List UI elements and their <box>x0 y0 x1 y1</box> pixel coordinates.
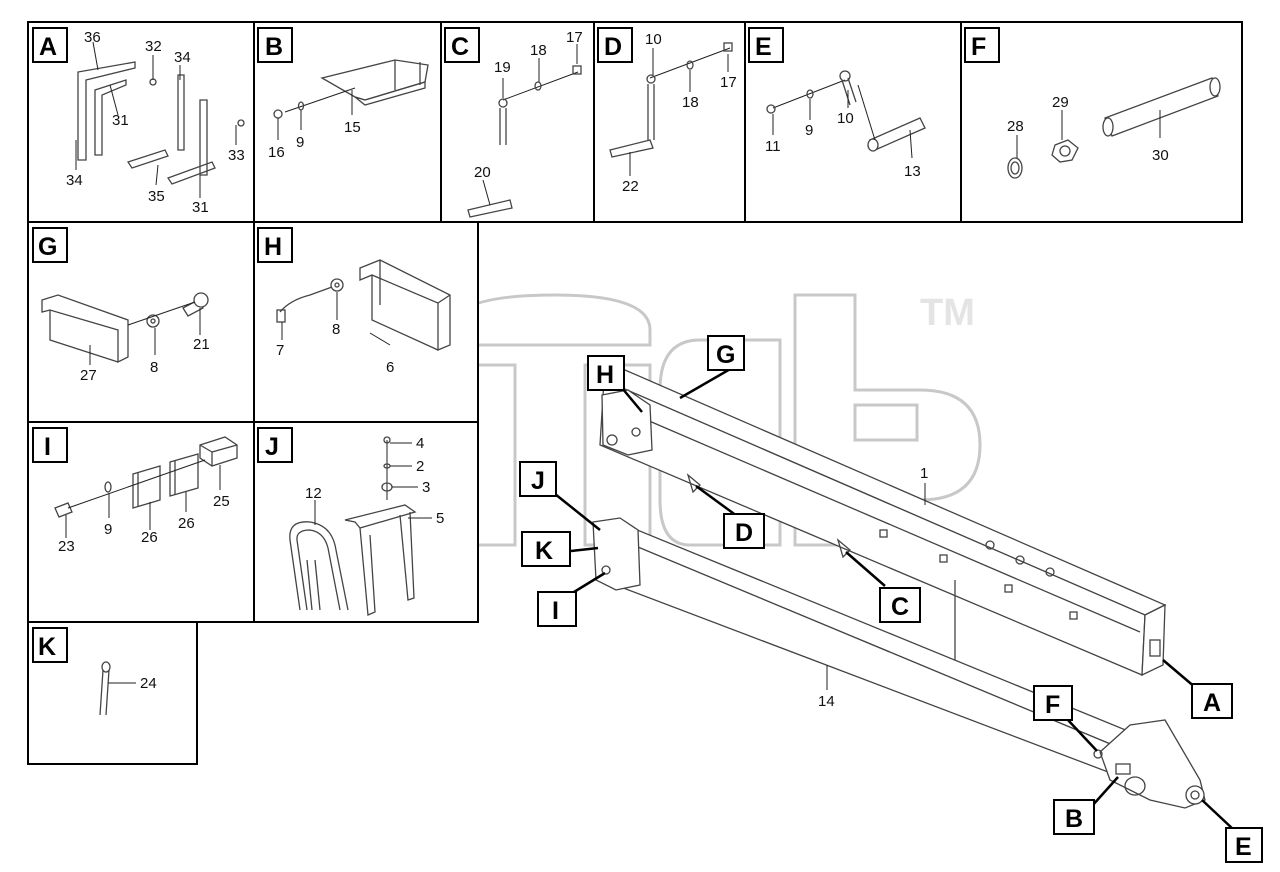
callout-c-label: C <box>891 593 909 621</box>
label-21: 21 <box>193 336 210 353</box>
label-36: 36 <box>84 29 101 46</box>
callout-b-label: B <box>1065 805 1083 833</box>
label-33: 33 <box>228 147 245 164</box>
panel-k: K 24 <box>27 621 198 765</box>
label-9-b: 9 <box>296 134 304 151</box>
panel-i-label: I <box>44 433 51 461</box>
label-25: 25 <box>213 493 230 510</box>
panel-a-label: A <box>39 33 57 61</box>
label-6: 6 <box>386 359 394 376</box>
callout-pointers <box>554 366 1235 831</box>
label-11: 11 <box>765 138 781 155</box>
callout-e-label: E <box>1235 833 1252 861</box>
label-24: 24 <box>140 675 157 692</box>
callout-g: G <box>707 335 745 371</box>
label-10-d: 10 <box>645 31 662 48</box>
callout-d-label: D <box>735 519 753 547</box>
label-9-i: 9 <box>104 521 112 538</box>
panel-j-label: J <box>265 433 279 461</box>
label-29: 29 <box>1052 94 1069 111</box>
callout-j: J <box>519 461 557 497</box>
panel-e: E 11 9 10 13 <box>744 21 962 223</box>
label-9-e: 9 <box>805 122 813 139</box>
callout-b: B <box>1053 799 1095 835</box>
callout-d: D <box>723 513 765 549</box>
callout-j-label: J <box>531 467 545 495</box>
label-5: 5 <box>436 510 444 527</box>
trademark-mark: TM <box>920 292 975 334</box>
callout-i: I <box>537 591 577 627</box>
callout-h: H <box>587 355 625 391</box>
panel-h: H 7 8 6 <box>253 221 479 423</box>
panel-e-label: E <box>755 33 772 61</box>
label-13: 13 <box>904 163 921 180</box>
label-35: 35 <box>148 188 165 205</box>
callout-h-label: H <box>596 361 614 389</box>
callout-e: E <box>1225 827 1263 863</box>
panel-a: A 36 31 32 34 33 34 35 31 <box>27 21 255 223</box>
label-8-g: 8 <box>150 359 158 376</box>
label-3: 3 <box>422 479 430 496</box>
label-17-c: 17 <box>566 29 583 46</box>
callout-c: C <box>879 587 921 623</box>
label-1: 1 <box>920 465 928 482</box>
callout-f-label: F <box>1045 691 1060 719</box>
label-18-c: 18 <box>530 42 547 59</box>
label-28: 28 <box>1007 118 1024 135</box>
label-16: 16 <box>268 144 285 161</box>
label-26-right: 26 <box>178 515 195 532</box>
label-22: 22 <box>622 178 639 195</box>
label-7: 7 <box>276 342 284 359</box>
label-32: 32 <box>145 38 162 55</box>
label-18-d: 18 <box>682 94 699 111</box>
label-8-h: 8 <box>332 321 340 338</box>
callout-k: K <box>521 531 571 567</box>
panel-b: B 16 9 15 <box>253 21 442 223</box>
label-34-top: 34 <box>174 49 191 66</box>
main-assembly: 1 14 <box>592 369 1206 809</box>
label-23: 23 <box>58 538 75 555</box>
panel-g: G 27 8 21 <box>27 221 255 423</box>
label-15: 15 <box>344 119 361 136</box>
panel-b-label: B <box>265 33 283 61</box>
label-2: 2 <box>416 458 424 475</box>
label-31-bottom: 31 <box>192 199 209 216</box>
callout-f: F <box>1033 685 1073 721</box>
panel-f-label: F <box>971 33 986 61</box>
label-10-e: 10 <box>837 110 854 127</box>
label-20: 20 <box>474 164 491 181</box>
callout-a-label: A <box>1203 689 1221 717</box>
label-30: 30 <box>1152 147 1169 164</box>
panel-c-label: C <box>451 33 469 61</box>
callout-a: A <box>1191 683 1233 719</box>
panel-h-label: H <box>264 233 282 261</box>
callout-i-label: I <box>552 597 559 625</box>
callout-g-label: G <box>716 341 735 369</box>
label-26-left: 26 <box>141 529 158 546</box>
panel-i: I 23 9 26 26 25 <box>27 421 255 623</box>
label-34-bottom: 34 <box>66 172 83 189</box>
label-27: 27 <box>80 367 97 384</box>
panel-d-label: D <box>604 33 622 61</box>
panel-d: D 10 18 17 22 <box>593 21 746 223</box>
panel-c: C 19 18 17 20 <box>440 21 595 223</box>
callout-k-label: K <box>535 537 553 565</box>
panel-f: F 28 29 30 <box>960 21 1243 223</box>
label-31-top: 31 <box>112 112 129 129</box>
label-12: 12 <box>305 485 322 502</box>
label-14: 14 <box>818 693 835 710</box>
label-4: 4 <box>416 435 424 452</box>
panel-k-label: K <box>38 633 56 661</box>
panel-j: J 4 2 3 5 12 <box>253 421 479 623</box>
label-19: 19 <box>494 59 511 76</box>
label-17-d: 17 <box>720 74 737 91</box>
panel-g-label: G <box>38 233 57 261</box>
